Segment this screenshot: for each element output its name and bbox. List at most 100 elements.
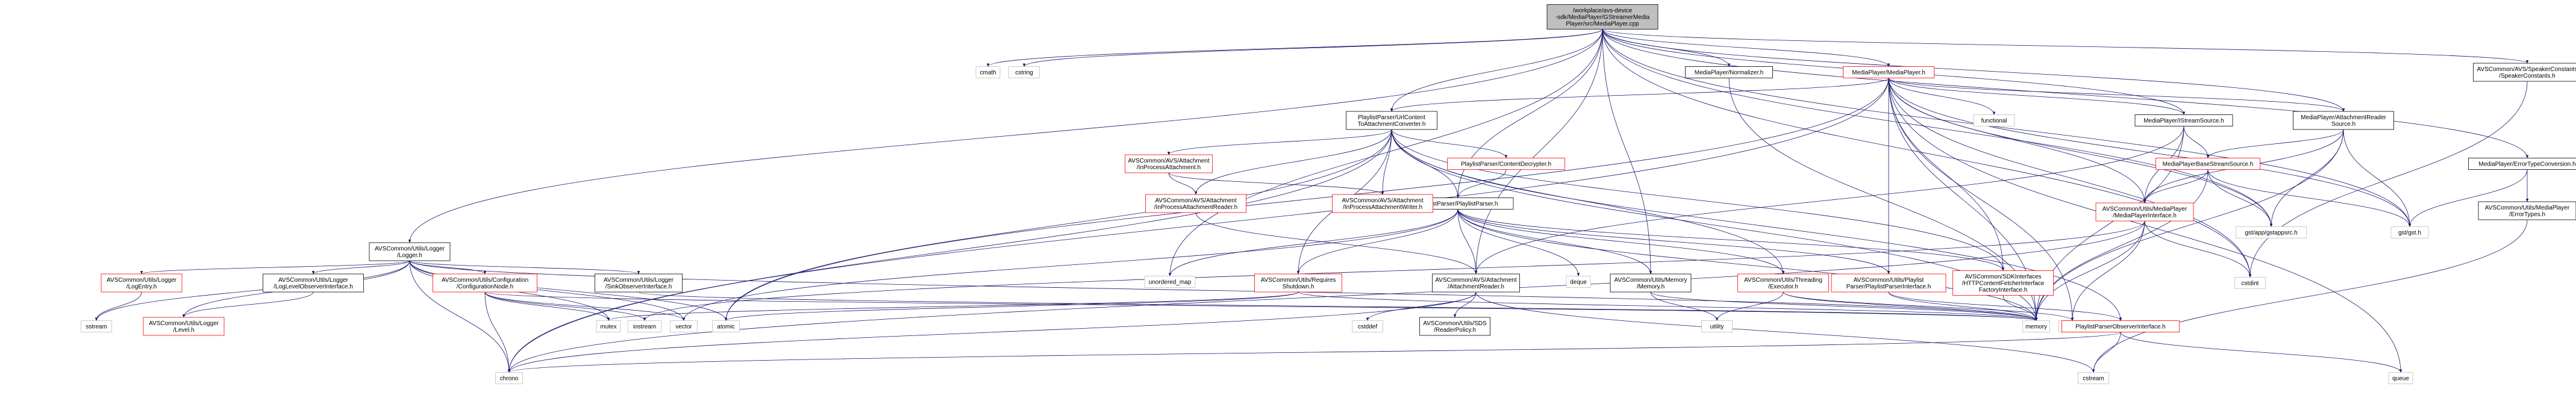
graph-edge-requires-to-mutex bbox=[608, 292, 1298, 321]
graph-node-label: deque bbox=[1570, 279, 1587, 286]
graph-node-label: cstdint bbox=[2242, 281, 2259, 287]
graph-node-label: MediaPlayer/Normalizer.h bbox=[1695, 70, 1764, 76]
graph-node-label: MediaPlayerBaseStreamSource.h bbox=[2163, 161, 2254, 168]
graph-edge-mediaplayerh-to-playlistconv bbox=[1392, 78, 1889, 112]
graph-edge-confignode-to-vector bbox=[485, 292, 684, 321]
graph-edge-plparser-to-executor bbox=[1458, 210, 1783, 275]
graph-node-label: vector bbox=[675, 324, 692, 331]
graph-node-label: chrono bbox=[500, 376, 519, 382]
graph-node-mediaplayerh[interactable]: MediaPlayer/MediaPlayer.h bbox=[1843, 67, 1934, 78]
graph-node-iostream: iostream bbox=[628, 321, 661, 332]
graph-node-label: ToAttachmentConverter.h bbox=[1358, 121, 1426, 128]
graph-node-label: MediaPlayer/MediaPlayer.h bbox=[1852, 70, 1925, 76]
graph-node-inprocwriter[interactable]: AVSCommon/AVS/Attachment/InProcessAttach… bbox=[1333, 194, 1433, 213]
graph-edge-plparser-to-unordered bbox=[1170, 210, 1458, 276]
graph-node-label: /ConfigurationNode.h bbox=[457, 284, 514, 290]
graph-node-label: FactoryInterface.h bbox=[1979, 287, 2028, 294]
graph-node-queue: queue bbox=[2389, 373, 2413, 384]
graph-node-mpiface[interactable]: AVSCommon/Utils/MediaPlayer/MediaPlayerI… bbox=[2096, 203, 2193, 221]
graph-node-utility: utility bbox=[1702, 321, 1733, 332]
graph-node-sdsreader[interactable]: AVSCommon/Utils/SDS/ReaderPolicy.h bbox=[1420, 317, 1490, 335]
graph-edge-inprocatt-to-inprocreader bbox=[1169, 173, 1196, 194]
graph-node-label: /SpeakerConstants.h bbox=[2499, 73, 2555, 79]
graph-node-inprocreader[interactable]: AVSCommon/AVS/Attachment/InProcessAttach… bbox=[1146, 194, 1246, 213]
graph-node-httpfactory[interactable]: AVSCommon/SDKInterfaces/HTTPContentFetch… bbox=[1953, 271, 2054, 296]
graph-edge-plobserver-to-queue bbox=[2121, 332, 2401, 373]
graph-edge-confignode-to-iostream bbox=[485, 292, 645, 321]
graph-node-label: -sdk/MediaPlayer/GStreamerMedia bbox=[1555, 14, 1650, 21]
graph-node-atomic: atomic bbox=[713, 321, 740, 332]
graph-edge-executor-to-memory bbox=[1783, 292, 2036, 321]
graph-node-label: AVSCommon/Utils/Logger bbox=[278, 277, 349, 284]
graph-node-istream[interactable]: MediaPlayer/IStreamSource.h bbox=[2135, 115, 2233, 126]
graph-node-decrypter[interactable]: PlaylistParser/ContentDecrypter.h bbox=[1448, 158, 1565, 170]
graph-node-label: AVSCommon/AVS/Attachment bbox=[1128, 158, 1209, 164]
graph-node-plobserver[interactable]: PlaylistParserObserverInterface.h bbox=[2062, 321, 2180, 332]
graph-edge-mpiface-to-future bbox=[2072, 221, 2145, 321]
graph-node-attreader[interactable]: AVSCommon/AVS/Attachment/AttachmentReade… bbox=[1433, 274, 1520, 292]
graph-node-errconv[interactable]: MediaPlayer/ErrorTypeConversion.h bbox=[2469, 158, 2576, 170]
graph-node-label: AVSCommon/Utils/Logger bbox=[604, 277, 674, 284]
graph-node-logentry[interactable]: AVSCommon/Utils/Logger/LogEntry.h bbox=[101, 274, 182, 292]
graph-node-speakerconst[interactable]: AVSCommon/AVS/SpeakerConstants/SpeakerCo… bbox=[2474, 63, 2576, 81]
graph-node-label: queue bbox=[2392, 376, 2409, 382]
graph-node-confignode[interactable]: AVSCommon/Utils/Configuration/Configurat… bbox=[433, 274, 537, 292]
graph-node-levelh[interactable]: AVSCommon/Utils/Logger/Level.h bbox=[143, 317, 224, 335]
graph-edge-mpiface-to-iostream bbox=[645, 221, 2145, 321]
graph-edge-root-to-mediaplayerh bbox=[1602, 30, 1889, 67]
graph-node-cstddef: cstddef bbox=[1352, 321, 1383, 332]
graph-node-errtypes[interactable]: AVSCommon/Utils/MediaPlayer/ErrorTypes.h bbox=[2478, 202, 2576, 220]
graph-node-deque: deque bbox=[1566, 276, 1590, 288]
graph-node-functional: functional bbox=[1974, 115, 2015, 126]
graph-edge-plobserver-to-chrono bbox=[509, 332, 2121, 373]
graph-node-label: /AttachmentReader.h bbox=[1448, 284, 1504, 290]
graph-node-label: Player/src/MediaPlayer.cpp bbox=[1566, 21, 1639, 28]
graph-node-plparseriface[interactable]: AVSCommon/Utils/PlaylistParser/PlaylistP… bbox=[1831, 274, 1946, 292]
graph-node-gstapp: gst/app/gstappsrc.h bbox=[2236, 227, 2307, 238]
graph-node-label: /LogEntry.h bbox=[127, 284, 157, 290]
graph-node-vector: vector bbox=[671, 321, 698, 332]
graph-node-label: /InProcessAttachment.h bbox=[1137, 164, 1201, 171]
graph-node-sinkobs[interactable]: AVSCommon/Utils/Logger/SinkObserverInter… bbox=[595, 274, 683, 292]
graph-node-label: AVSCommon/Utils/Threading bbox=[1744, 277, 1822, 284]
graph-node-playlistconv[interactable]: PlaylistParser/UrlContentToAttachmentCon… bbox=[1346, 111, 1437, 129]
graph-edge-root-to-cmath bbox=[988, 30, 1602, 67]
graph-edge-mediaplayerh-to-functional bbox=[1889, 78, 1994, 115]
graph-node-chrono: chrono bbox=[496, 373, 523, 384]
graph-edge-attachsrc-to-gsth bbox=[2343, 129, 2410, 227]
graph-node-cmath: cmath bbox=[976, 67, 1000, 78]
graph-edge-root-to-speakerconst bbox=[1602, 30, 2527, 64]
graph-edge-plparser-to-httpfactory bbox=[1458, 210, 2003, 271]
graph-node-label: MediaPlayer/IStreamSource.h bbox=[2143, 118, 2224, 125]
graph-node-label: MediaPlayer/AttachmentReader bbox=[2301, 114, 2386, 121]
graph-node-label: /HTTPContentFetcherInterface bbox=[1962, 281, 2045, 287]
graph-node-cstdint: cstdint bbox=[2235, 278, 2266, 289]
graph-node-memoryh[interactable]: AVSCommon/Utils/Memory/Memory.h bbox=[1610, 274, 1691, 292]
graph-node-label: AVSCommon/Utils/Memory bbox=[1615, 277, 1687, 284]
graph-node-loggerh[interactable]: AVSCommon/Utils/Logger/Logger.h bbox=[369, 243, 450, 261]
graph-edge-errtypes-to-cstream bbox=[2093, 220, 2527, 373]
graph-node-label: PlaylistParser/ContentDecrypter.h bbox=[1461, 161, 1551, 168]
graph-node-label: AVSCommon/Utils/Configuration bbox=[442, 277, 528, 284]
graph-node-label: AVSCommon/AVS/Attachment bbox=[1342, 197, 1423, 204]
graph-node-label: Source.h bbox=[2331, 121, 2356, 128]
graph-node-mutex: mutex bbox=[596, 321, 621, 332]
graph-edge-root-to-gstapp bbox=[1602, 30, 2271, 227]
graph-node-normalizer[interactable]: MediaPlayer/Normalizer.h bbox=[1686, 67, 1773, 78]
graph-edge-root-to-cstring bbox=[1024, 30, 1602, 67]
graph-edge-istream-to-attreader bbox=[1476, 126, 2184, 275]
graph-node-label: /Level.h bbox=[173, 327, 194, 334]
graph-edge-confignode-to-chrono bbox=[485, 292, 509, 373]
graph-node-basestream[interactable]: MediaPlayerBaseStreamSource.h bbox=[2156, 158, 2260, 170]
graph-edge-attachsrc-to-basestream bbox=[2208, 129, 2343, 158]
graph-edge-logentry-to-sstream bbox=[96, 292, 142, 321]
graph-node-inprocatt[interactable]: AVSCommon/AVS/Attachment/InProcessAttach… bbox=[1125, 155, 1213, 173]
graph-node-executor[interactable]: AVSCommon/Utils/Threading/Executor.h bbox=[1738, 274, 1829, 292]
graph-node-loglevelobs[interactable]: AVSCommon/Utils/Logger/LogLevelObserverI… bbox=[263, 274, 364, 292]
graph-node-root[interactable]: /workplace/avs-device-sdk/MediaPlayer/GS… bbox=[1547, 5, 1658, 30]
graph-node-label: AVSCommon/Utils/MediaPlayer bbox=[2102, 206, 2187, 213]
graph-node-label: AVSCommon/Utils/Logger bbox=[375, 246, 445, 252]
